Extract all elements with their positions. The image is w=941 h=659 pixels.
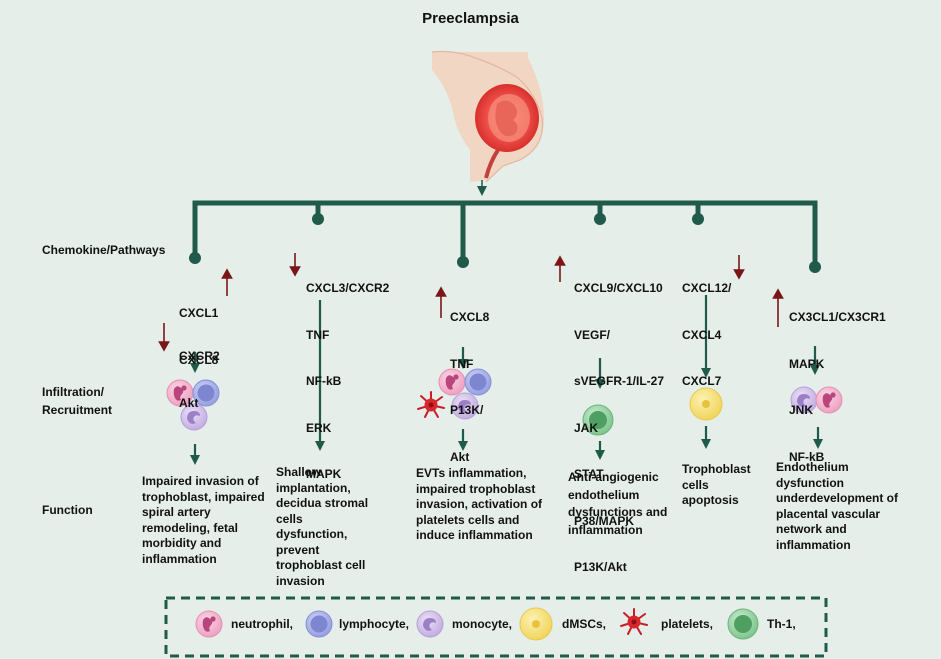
pathway-line: CXCL8 bbox=[450, 310, 490, 324]
pathway-col1-down: CXCR2 Akt bbox=[179, 318, 220, 442]
pathway-col2: CXCL3/CXCR2 TNF NF-kB ERK MAPK bbox=[306, 250, 389, 514]
pathway-line: ERK bbox=[306, 420, 332, 435]
function-col2: Shallow implantation, decidua stromal ce… bbox=[276, 465, 369, 588]
legend-label-lymphocyte: lymphocyte, bbox=[339, 617, 410, 631]
pregnant-woman-illustration bbox=[431, 50, 544, 183]
pathway-line: MAPK bbox=[306, 467, 342, 481]
monocyte-icon bbox=[416, 610, 444, 638]
lymphocyte-icon bbox=[305, 610, 333, 638]
neutrophil-icon bbox=[195, 610, 223, 638]
pathway-col3: CXCL8 TNF P13K/ Akt bbox=[450, 279, 489, 496]
tree-nodes bbox=[189, 213, 821, 273]
pathway-line: CXCL4 bbox=[682, 327, 722, 342]
legend-label-dmscs: dMSCs, bbox=[562, 617, 607, 631]
function-col3: EVTs inflammation, impaired trophoblast … bbox=[416, 466, 543, 542]
diagram-title: Preeclampsia bbox=[422, 10, 519, 27]
pathway-col6: CX3CL1/CX3CR1 MAPK JNK NF-kB bbox=[789, 279, 886, 496]
pathway-line: CX3CL1/CX3CR1 bbox=[789, 310, 886, 324]
platelet-icon bbox=[620, 608, 648, 635]
flow-arrows bbox=[190, 295, 823, 465]
pathway-line: TNF bbox=[450, 356, 474, 371]
tree-connector bbox=[192, 200, 818, 268]
platelet-icon bbox=[417, 391, 445, 418]
pathway-line: Akt bbox=[179, 395, 199, 410]
pathway-col4: CXCL9/CXCL10 VEGF/ sVEGFR-1/IL-27 JAK ST… bbox=[574, 250, 664, 607]
pathway-line: sVEGFR-1/IL-27 bbox=[574, 374, 665, 388]
legend-label-platelets: platelets, bbox=[661, 617, 714, 631]
pathway-line: CXCL9/CXCL10 bbox=[574, 281, 663, 295]
pathway-line: STAT bbox=[574, 467, 604, 481]
pathway-line: CXCR2 bbox=[179, 349, 220, 363]
pathway-line: NF-kB bbox=[306, 374, 342, 388]
pathway-col5: CXCL12/ CXCL4 CXCL7 bbox=[682, 250, 731, 421]
pathway-line: P38/MAPK bbox=[574, 513, 635, 528]
pathway-line: Akt bbox=[450, 449, 470, 464]
regulation-arrows bbox=[158, 253, 784, 352]
legend-label-monocyte: monocyte, bbox=[452, 617, 513, 631]
pathway-line: CXCL8 bbox=[179, 352, 219, 367]
pathway-line: MAPK bbox=[789, 356, 825, 371]
pathway-line: JAK bbox=[574, 420, 599, 435]
pathway-col1-up: CXCL1 CXCL8 bbox=[179, 275, 218, 399]
row-label-infiltration: Infiltration/ Recruitment bbox=[42, 385, 113, 417]
pathway-line: CXCL3/CXCR2 bbox=[306, 281, 390, 295]
pathway-line: NF-kB bbox=[789, 449, 825, 464]
pathway-line: CXCL12/ bbox=[682, 281, 732, 295]
function-col5: Trophoblast cells apoptosis bbox=[682, 462, 751, 507]
legend-box bbox=[164, 596, 828, 658]
pathway-line: CXCL7 bbox=[682, 374, 722, 388]
pathway-line: VEGF/ bbox=[574, 327, 611, 342]
row-label-function: Function bbox=[42, 503, 93, 517]
legend-label-neutrophil: neutrophil, bbox=[231, 617, 293, 631]
pathway-line: P13K/Akt bbox=[574, 560, 627, 574]
legend-label-th1: Th-1, bbox=[767, 617, 796, 631]
pathway-line: TNF bbox=[306, 327, 330, 342]
th1-icon bbox=[727, 608, 759, 640]
pathway-line: CXCL1 bbox=[179, 306, 219, 320]
row-label-chemokine: Chemokine/Pathways bbox=[42, 243, 166, 257]
function-col1: Impaired invasion of trophoblast, impair… bbox=[142, 474, 265, 566]
pathway-line: P13K/ bbox=[450, 403, 484, 417]
dmsc-icon bbox=[519, 607, 553, 641]
pathway-line: JNK bbox=[789, 403, 814, 417]
function-col4: Anti-angiogenic endothelium dysfunctions… bbox=[568, 470, 668, 537]
function-col6: Endothelium dysfunction underdevelopment… bbox=[776, 460, 899, 552]
